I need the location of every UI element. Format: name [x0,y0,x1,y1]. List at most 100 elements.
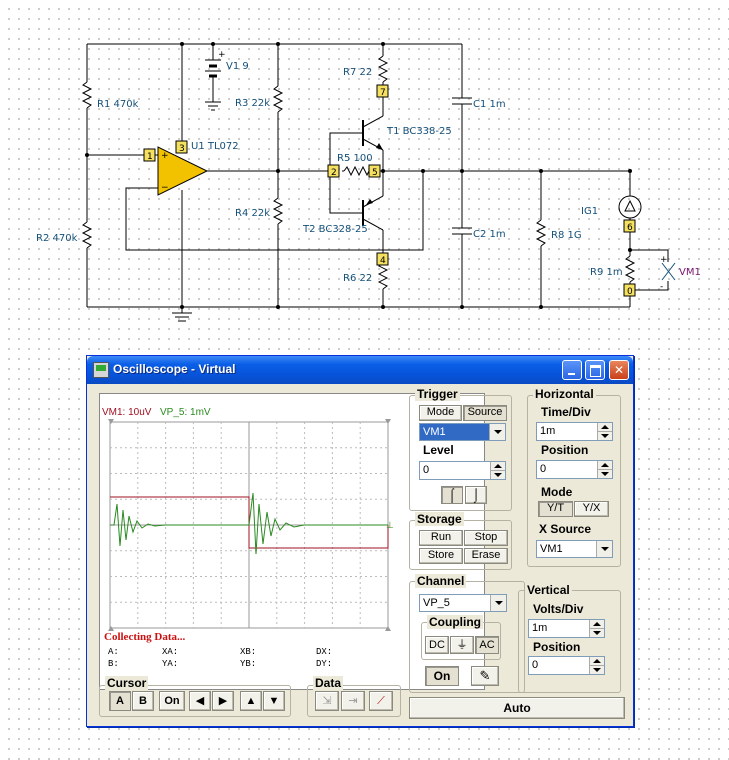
circuit-schematic: + − 1 3 2 5 7 4 6 0 R1 470k R2 470k R3 2… [36,42,701,322]
trigger-source-select[interactable]: VM1 [419,423,506,441]
storage-stop-button[interactable]: Stop [464,530,508,546]
coupling-dc-button[interactable]: DC [425,636,449,654]
data-group [307,685,401,717]
x-source-value: VM1 [540,543,563,555]
falling-edge-icon[interactable]: ⌡ [465,486,487,504]
horizontal-position-spinner[interactable] [597,461,612,478]
coupling-ac-button[interactable]: AC [475,636,499,654]
label-r5: R5 100 [337,153,373,164]
label-c1: C1 1m [473,99,506,110]
channel-a-trace [110,496,389,549]
label-r9: R9 1m [590,267,623,278]
mode-yx-button[interactable]: Y/X [574,501,609,517]
cursor-b-button[interactable]: B [132,691,154,711]
channel-group [409,581,525,693]
mode-yt-button[interactable]: Y/T [538,501,573,517]
svg-text:⊥: ⊥ [386,521,394,531]
label-v1: V1 9 [226,61,249,72]
export-data-icon[interactable]: ⇥ [341,691,365,711]
horizontal-mode-label: Mode [541,485,573,499]
channel-select[interactable]: VP_5 [419,594,507,612]
dy-readout: DY: [316,659,333,669]
label-r4: R4 22k [235,208,270,219]
cursor-up-icon[interactable]: ▲ [240,691,262,711]
vertical-position-spinner[interactable] [589,657,604,674]
time-div-value: 1m [540,425,556,437]
cursor-title: Cursor [105,676,149,690]
vm1-plus: + [660,255,668,265]
dx-readout: DX: [316,647,333,657]
trigger-group [409,395,512,511]
ground-icon[interactable]: ⏚ [450,636,474,654]
chevron-down-icon[interactable] [489,424,505,440]
title-bar[interactable]: Oscilloscope - Virtual ✕ [87,356,633,384]
node-label-6: 6 [627,223,633,233]
chevron-down-icon[interactable] [490,595,506,611]
label-r8: R8 1G [551,230,582,241]
close-button[interactable]: ✕ [609,360,629,380]
x-source-select[interactable]: VM1 [536,540,613,558]
trigger-source-value: VM1 [423,426,446,438]
channel-title: Channel [415,574,467,588]
trigger-level-spinner[interactable] [490,462,505,479]
auto-button[interactable]: Auto [409,697,625,719]
cursor-down-icon[interactable]: ▼ [263,691,285,711]
storage-title: Storage [415,512,464,526]
chevron-down-icon[interactable] [596,541,612,557]
collecting-status: Collecting Data... [104,631,186,643]
vm1-minus: - [660,282,663,292]
volts-div-input[interactable]: 1m [528,619,605,638]
channel-value: VP_5 [423,597,450,609]
storage-erase-button[interactable]: Erase [464,548,508,564]
vertical-position-label: Position [533,640,581,654]
plot-icon[interactable]: ⟋ [369,691,393,711]
channel-b-trace [110,492,388,555]
label-t1: T1 BC338-25 [386,126,452,137]
xa-readout: XA: [162,647,179,657]
channel-b-scale-label: VP_5: 1mV [160,407,211,418]
maximize-button[interactable] [585,360,605,380]
label-ig1: IG1 [581,206,598,217]
time-div-label: Time/Div [541,405,591,419]
label-vm1: VM1 [679,267,701,278]
cursor-on-button[interactable]: On [159,691,185,711]
cursor-right-icon[interactable]: ▶ [212,691,234,711]
node-label-1: 1 [147,152,153,162]
oscilloscope-window: Oscilloscope - Virtual ✕ VM1: 10uV VP_5:… [86,355,634,727]
coupling-title: Coupling [427,615,483,629]
horizontal-position-input[interactable]: 0 [536,460,613,479]
volts-div-value: 1m [532,622,548,634]
vertical-position-input[interactable]: 0 [528,656,605,675]
cursor-group [99,685,291,717]
cursor-a-button[interactable]: A [109,691,131,711]
trigger-level-input[interactable]: 0 [419,461,506,480]
volts-div-spinner[interactable] [589,620,604,637]
node-label-3: 3 [179,144,185,154]
storage-store-button[interactable]: Store [419,548,463,564]
vertical-title: Vertical [525,583,572,597]
channel-on-button[interactable]: On [425,666,459,686]
label-c2: C2 1m [473,229,506,240]
time-div-input[interactable]: 1m [536,422,613,441]
import-data-icon[interactable]: ⇲ [315,691,339,711]
minimize-button[interactable] [562,360,582,380]
vertical-position-value: 0 [532,659,539,671]
label-r2: R2 470k [36,233,78,244]
trigger-level-label: Level [423,443,454,457]
horizontal-position-label: Position [541,443,589,457]
label-r7: R7 22 [343,67,372,78]
label-r1: R1 470k [97,99,139,110]
storage-run-button[interactable]: Run [419,530,463,546]
cursor-left-icon[interactable]: ◀ [189,691,211,711]
trigger-source-button[interactable]: Source [463,405,507,421]
rising-edge-icon[interactable]: ⌠ [441,486,463,504]
label-t2: T2 BC328-25 [302,224,368,235]
probe-icon[interactable]: ✎ [471,666,499,686]
label-r6: R6 22 [343,273,372,284]
node-label-4: 4 [380,256,386,266]
channel-a-scale-label: VM1: 10uV [102,407,152,418]
time-div-spinner[interactable] [597,423,612,440]
node-label-2: 2 [331,168,337,178]
cursor-b-readout: B: [108,659,119,669]
trigger-mode-button[interactable]: Mode [419,405,462,421]
